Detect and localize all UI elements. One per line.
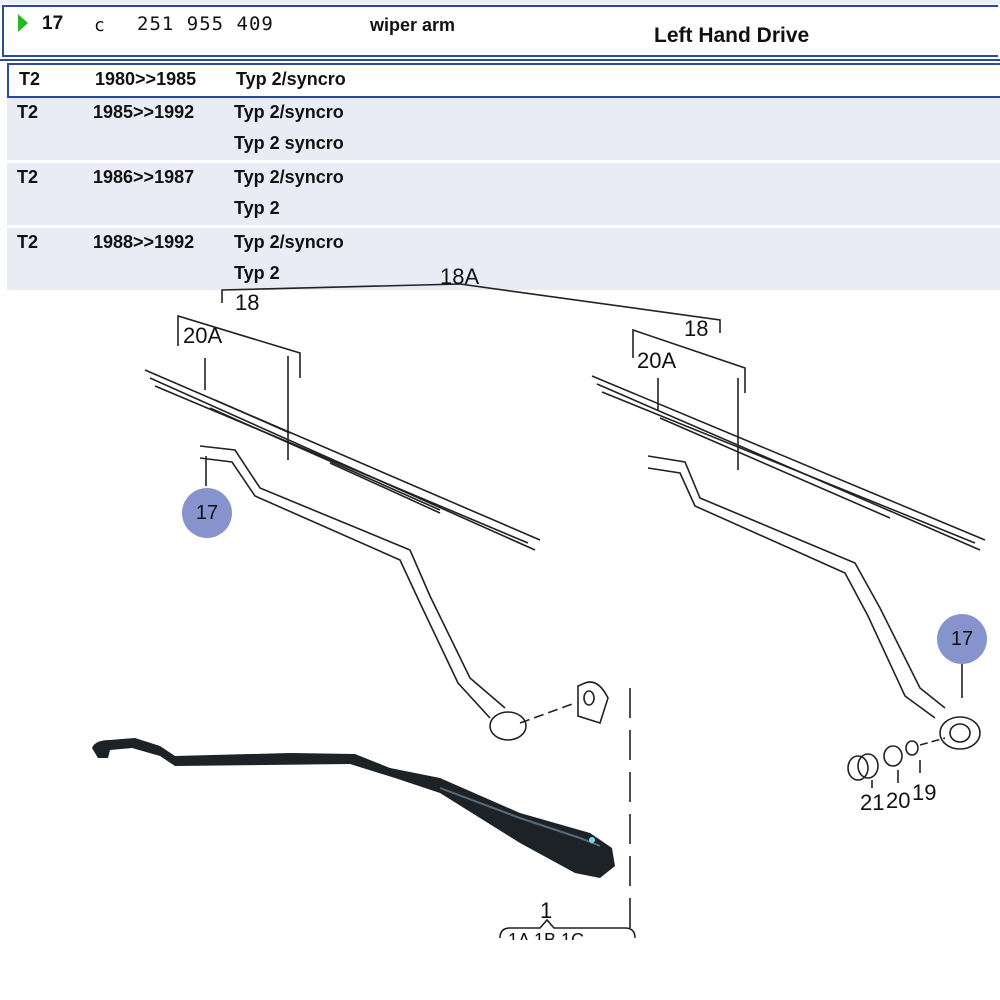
label-refill-left: 20A <box>183 323 223 348</box>
label-group-top: 18A <box>440 264 480 289</box>
part-position: 17 <box>42 13 64 34</box>
drive-note: Left Hand Drive <box>654 24 810 47</box>
fitment-type: Typ 2 <box>234 263 280 283</box>
fitment-type: Typ 2/syncro <box>234 102 344 122</box>
fitment-type: Typ 2/syncro <box>234 167 344 187</box>
top-strip <box>0 0 1000 4</box>
label-nut-cap: 21 <box>860 790 885 815</box>
hardware-right <box>847 740 921 788</box>
fitment-years: 1988>>1992 <box>93 232 195 252</box>
label-motor: 1 <box>540 898 553 923</box>
callout-left[interactable]: 17 <box>182 488 232 538</box>
play-triangle-icon[interactable] <box>18 14 28 32</box>
label-blade-right: 18 <box>684 316 709 341</box>
fitment-model: T2 <box>17 102 39 122</box>
fitment-row[interactable]: T2 1980>>1985 Typ 2/syncro <box>7 63 1000 98</box>
wiper-arm-photo <box>92 738 615 878</box>
label-washer: 19 <box>912 780 937 805</box>
callout-right[interactable]: 17 <box>937 614 987 664</box>
wiper-arm-right <box>647 455 981 750</box>
label-nut: 20 <box>886 788 911 813</box>
header-divider <box>0 59 1000 61</box>
fitment-model: T2 <box>17 232 39 252</box>
callout-left-number: 17 <box>195 501 219 524</box>
fitment-years: 1985>>1992 <box>93 102 195 122</box>
wiper-blade-left <box>144 356 541 551</box>
bracket-blade-right <box>632 328 746 393</box>
fitment-row[interactable]: T2 1988>>1992 Typ 2/syncro Typ 2 <box>7 228 1000 293</box>
fitment-model: T2 <box>19 69 41 89</box>
wiper-arm-left <box>199 445 527 741</box>
fitment-type: Typ 2/syncro <box>236 69 346 89</box>
part-number: 251 955 409 <box>137 13 274 35</box>
part-header-row[interactable]: 17 c 251 955 409 wiper arm Left Hand Dri… <box>2 5 998 57</box>
fitment-type: Typ 2 syncro <box>234 133 344 153</box>
callout-right-number: 17 <box>950 627 974 650</box>
diagram-drawing <box>92 283 986 939</box>
parts-diagram: 18A 18 18 20A 20A 17 17 21 20 19 1 1A 1B… <box>0 264 1000 1000</box>
label-motor-variants: 1A 1B 1C <box>508 930 585 940</box>
mount-left <box>519 681 631 938</box>
fitment-type: Typ 2 <box>234 198 280 218</box>
part-description: wiper arm <box>370 15 456 35</box>
wiper-blade-right <box>591 375 986 551</box>
bracket-motor <box>499 918 636 939</box>
fitment-row[interactable]: T2 1985>>1992 Typ 2/syncro Typ 2 syncro <box>7 98 1000 163</box>
part-code: c <box>94 15 105 36</box>
fitment-table: T2 1980>>1985 Typ 2/syncro T2 1985>>1992… <box>7 63 1000 293</box>
label-blade-left: 18 <box>235 290 260 315</box>
fitment-type: Typ 2/syncro <box>234 232 344 252</box>
fitment-years: 1986>>1987 <box>93 167 195 187</box>
fitment-years: 1980>>1985 <box>95 69 197 89</box>
bracket-group-top <box>221 283 721 333</box>
fitment-model: T2 <box>17 167 39 187</box>
label-refill-right: 20A <box>637 348 677 373</box>
bracket-blade-left <box>177 314 301 378</box>
fitment-row[interactable]: T2 1986>>1987 Typ 2/syncro Typ 2 <box>7 163 1000 228</box>
